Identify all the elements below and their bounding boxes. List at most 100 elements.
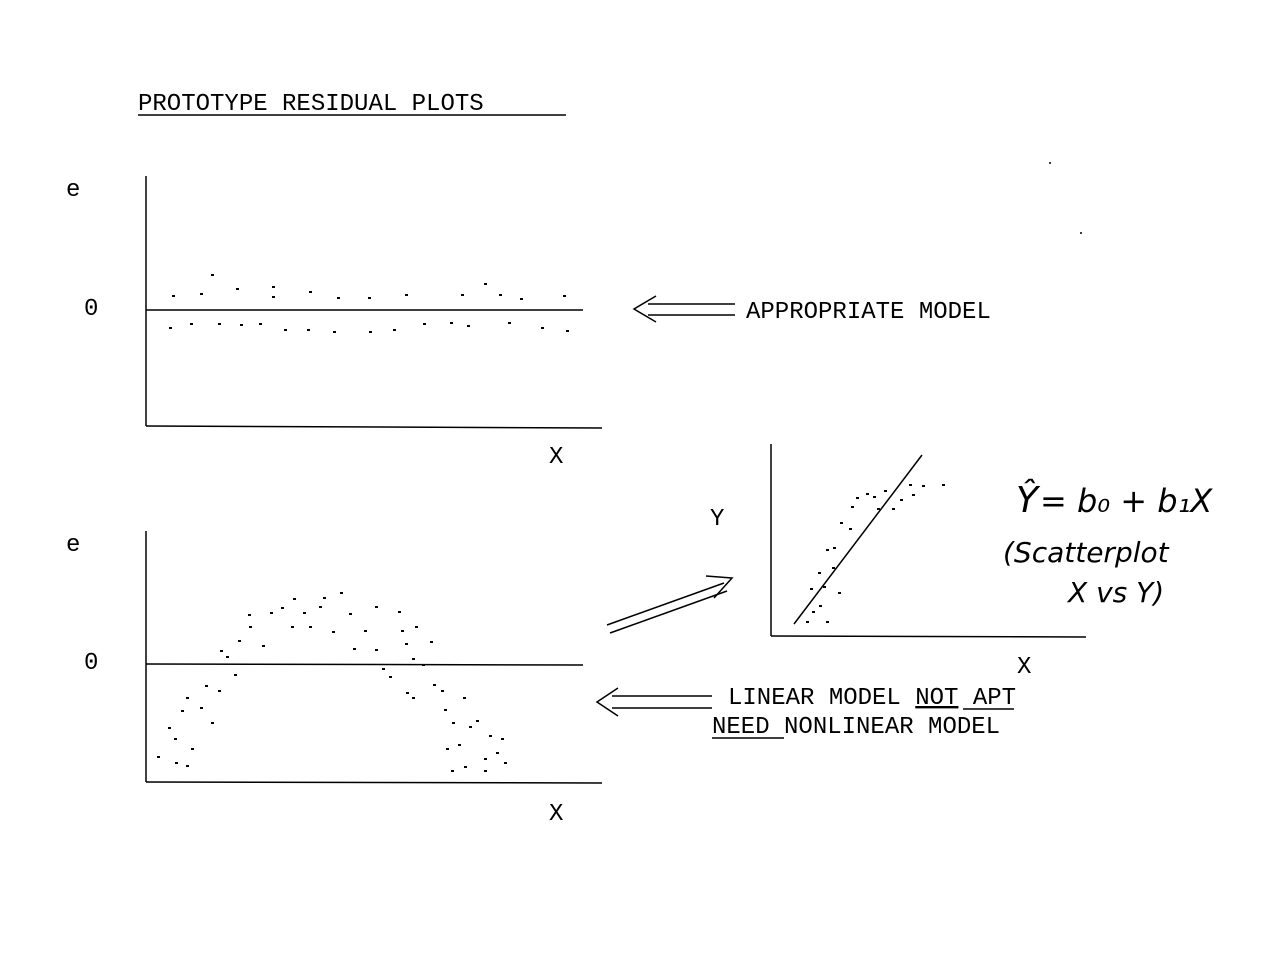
residual-point: [405, 294, 408, 296]
note-line1: (Scatterplot: [1003, 536, 1170, 569]
linear-not-apt-label: LINEAR MODEL NOT APT: [728, 685, 1016, 712]
residual-point: [169, 327, 172, 329]
scatter-point: [942, 484, 945, 486]
residual-point: [272, 286, 275, 288]
linear-not-apt-pre: LINEAR MODEL: [728, 685, 915, 712]
residual-point: [469, 726, 472, 728]
residual-point: [406, 692, 409, 694]
residual-point: [337, 297, 340, 299]
scatter-x-label: X: [1017, 654, 1031, 681]
appropriate-model-label: APPROPRIATE MODEL: [746, 299, 991, 326]
residual-point: [248, 614, 251, 616]
residual-point: [168, 727, 171, 729]
top-zero-label: 0: [84, 296, 98, 323]
fitted-line: [793, 454, 923, 625]
residual-point: [364, 630, 367, 632]
scatter-point: [856, 497, 859, 499]
scatter-point: [838, 592, 841, 594]
scatter-point: [877, 508, 880, 510]
not-emphasis: NOT: [915, 685, 958, 712]
bottom-x-axis: [145, 781, 603, 784]
residual-point: [270, 612, 273, 614]
residual-point: [353, 648, 356, 650]
residual-point: [489, 735, 492, 737]
residual-point: [405, 643, 408, 645]
residual-point: [200, 707, 203, 709]
residual-point: [375, 606, 378, 608]
need-nonlinear-post: NONLINEAR MODEL: [770, 714, 1000, 741]
residual-point: [484, 283, 487, 285]
residual-point: [467, 325, 470, 327]
residual-point: [412, 697, 415, 699]
linear-not-apt-arrow: [595, 687, 712, 717]
residual-point: [234, 674, 237, 676]
residual-point: [240, 324, 243, 326]
residual-point: [340, 592, 343, 594]
scatter-point: [840, 522, 843, 524]
equation-rest: = b₀ + b₁X: [1040, 482, 1213, 520]
residual-point: [174, 738, 177, 740]
scatter-point: [849, 528, 852, 530]
residual-point: [319, 606, 322, 608]
residual-point: [218, 690, 221, 692]
residual-point: [423, 323, 426, 325]
residual-point: [349, 613, 352, 615]
residual-point: [504, 762, 507, 764]
scatter-point: [823, 586, 826, 588]
page-title: PROTOTYPE RESIDUAL PLOTS: [138, 91, 484, 118]
scatter-point: [892, 508, 895, 510]
scatter-point: [900, 499, 903, 501]
bottom-residual-points: [157, 592, 507, 772]
top-residual-plot: e 0 X: [66, 176, 603, 471]
need-emphasis: NEED: [712, 714, 770, 741]
residual-point: [172, 295, 175, 297]
residual-point: [508, 322, 511, 324]
residual-point: [272, 296, 275, 298]
speck: [1049, 162, 1051, 164]
residual-point: [563, 295, 566, 297]
top-residual-points: [169, 274, 569, 333]
residual-point: [463, 697, 466, 699]
residual-point: [175, 762, 178, 764]
residual-point: [200, 293, 203, 295]
residual-point: [332, 631, 335, 633]
residual-point: [415, 626, 418, 628]
residual-point: [186, 765, 189, 767]
residual-point: [309, 291, 312, 293]
residual-point: [412, 658, 415, 660]
residual-point: [333, 331, 336, 333]
residual-point: [464, 766, 467, 768]
residual-point: [461, 294, 464, 296]
residual-point: [303, 612, 306, 614]
residual-point: [291, 626, 294, 628]
scatter-point: [826, 549, 829, 551]
residual-point: [444, 709, 447, 711]
residual-point: [190, 323, 193, 325]
scatter-point: [833, 547, 836, 549]
top-x-axis: [145, 425, 603, 429]
handwritten-note: Ŷ = b₀ + b₁X (Scatterplot X vs Y): [1003, 478, 1213, 609]
note-line2: X vs Y): [1066, 576, 1164, 609]
to-scatterplot-arrow: [606, 575, 734, 634]
residual-point: [398, 611, 401, 613]
scatterplot: Y X: [710, 444, 1087, 681]
scatter-x-axis: [770, 635, 1087, 638]
residual-point: [284, 329, 287, 331]
residual-point: [238, 640, 241, 642]
scatter-point: [912, 494, 915, 496]
residual-point: [430, 641, 433, 643]
bottom-zero-label: 0: [84, 650, 98, 677]
residual-point: [451, 770, 454, 772]
residual-point: [452, 722, 455, 724]
residual-point: [309, 626, 312, 628]
scatter-point: [812, 611, 815, 613]
residual-point: [382, 668, 385, 670]
residual-point: [157, 756, 160, 758]
residual-point: [218, 323, 221, 325]
residual-point: [501, 738, 504, 740]
residual-point: [401, 630, 404, 632]
scatter-point: [909, 484, 912, 486]
residual-point: [484, 770, 487, 772]
top-x-label: X: [549, 444, 563, 471]
